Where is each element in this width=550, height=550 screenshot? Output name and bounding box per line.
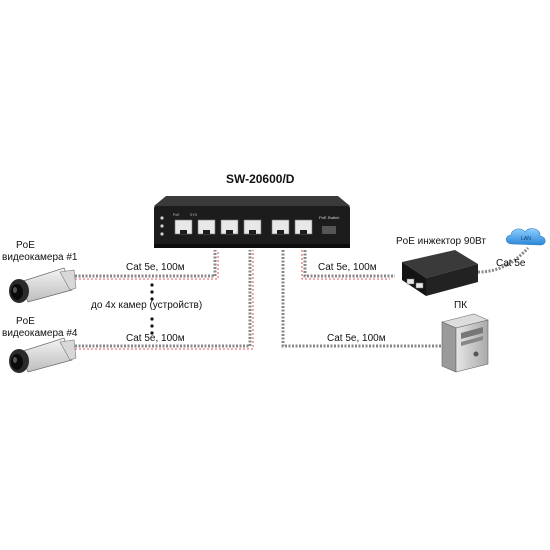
poe-line-camera-4 xyxy=(75,250,254,350)
camera-1-label: PoE видеокамера #1 xyxy=(2,240,82,264)
cable-lan xyxy=(477,246,530,274)
cable-label-pc: Cat 5e, 100м xyxy=(327,333,386,344)
camera-4-word: видеокамера xyxy=(2,328,64,339)
cable-label-camera-4: Cat 5e, 100м xyxy=(126,333,185,344)
poe-injector xyxy=(402,250,478,296)
cable-camera-1 xyxy=(75,250,217,278)
camera-1-desc: видеокамера #1 xyxy=(2,252,82,264)
camera-1-type: PoE xyxy=(16,240,35,251)
camera-4-desc: видеокамера #4 xyxy=(2,328,82,340)
cloud-label: LAN xyxy=(521,236,531,242)
cable-injector xyxy=(303,250,395,278)
switch-model-title: SW-20600/D xyxy=(226,172,295,186)
led-label-sys: SYS xyxy=(190,213,198,217)
camera-4 xyxy=(9,337,77,373)
switch-badge: PoE Switch xyxy=(319,215,339,220)
camera-1-number: #1 xyxy=(66,252,78,263)
cable-camera-4 xyxy=(75,250,252,348)
cable-label-lan: Cat 5e xyxy=(496,258,526,269)
pc-label: ПК xyxy=(454,300,468,311)
poe-switch: PoE SYS PoE Switch xyxy=(154,196,350,248)
camera-1-word: видеокамера xyxy=(2,252,64,263)
cable-label-camera-1: Cat 5e, 100м xyxy=(126,262,185,273)
camera-4-type: PoE xyxy=(16,316,35,327)
camera-4-number: #4 xyxy=(66,328,78,339)
led-indicator xyxy=(160,224,164,228)
led-indicator xyxy=(160,232,164,236)
dip-switch xyxy=(322,226,336,234)
pc-tower xyxy=(441,313,489,373)
ellipsis-dots xyxy=(150,283,154,335)
cable-label-injector: Cat 5e, 100м xyxy=(318,262,377,273)
injector-label: PoE инжектор 90Вт xyxy=(396,236,486,247)
cable-pc xyxy=(281,250,442,348)
cables xyxy=(75,246,530,350)
camera-4-label: PoE видеокамера #4 xyxy=(2,316,82,340)
camera-1 xyxy=(9,267,77,303)
led-label-poe: PoE xyxy=(173,213,180,217)
led-indicator xyxy=(160,216,164,220)
lan-cloud: LAN xyxy=(505,228,546,246)
poe-line-injector xyxy=(301,250,390,280)
max-devices-note: до 4х камер (устройств) xyxy=(91,300,203,311)
